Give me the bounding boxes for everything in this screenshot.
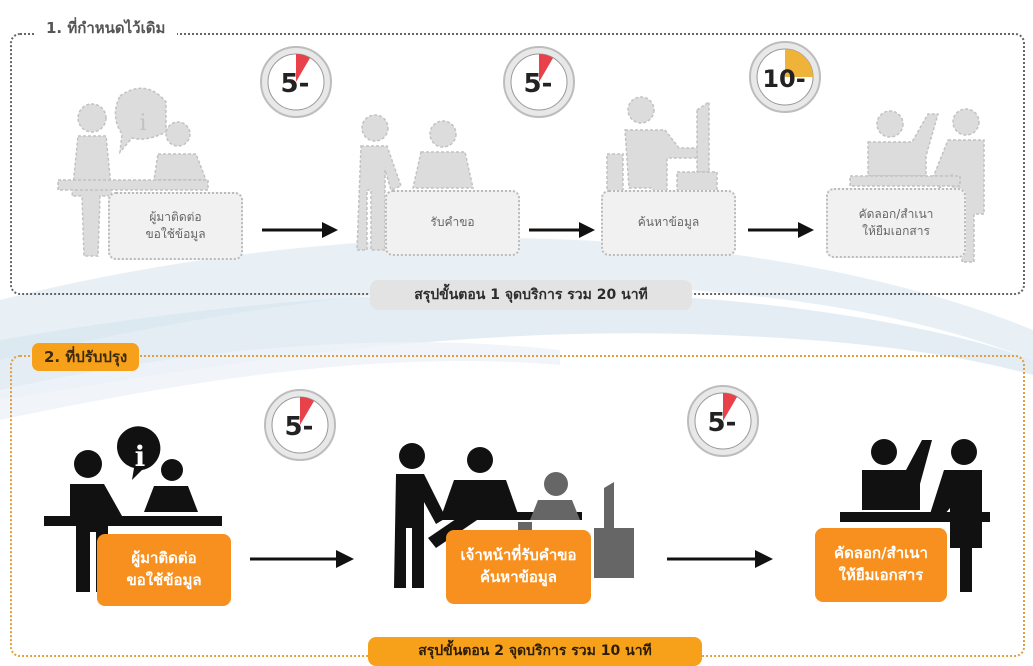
section1-step-copy-line1: คัดลอก/สำเนา xyxy=(858,206,934,221)
section2-summary: สรุปขั้นตอน 2 จุดบริการ รวม 10 นาที xyxy=(368,637,702,666)
section2-step-copy-line1: คัดลอก/สำเนา xyxy=(834,544,928,563)
info-icon: i xyxy=(135,440,146,473)
section1-arrow-1 xyxy=(262,222,338,238)
section1-step-visitor-line2: ขอใช้ข้อมูล xyxy=(145,227,206,241)
section1-step-receive-line1: รับคำขอ xyxy=(430,215,475,230)
section2-step-copy-line2: ให้ยืมเอกสาร xyxy=(838,566,924,584)
section2-arrow-2 xyxy=(667,550,773,568)
section2-label: 2. ที่ปรับปรุง xyxy=(32,343,140,371)
section1-timer-3-value: 10- xyxy=(762,65,805,93)
section1-timer-2-value: 5- xyxy=(524,69,553,99)
section1-step-visitor-line1: ผู้มาติดต่อ xyxy=(149,209,202,224)
section2-receiver-figures xyxy=(394,443,634,588)
section2-step-visitor: ผู้มาติดต่อ ขอใช้ข้อมูล xyxy=(97,534,231,606)
section1-receiver-figures xyxy=(356,114,474,251)
section1-step-visitor: ผู้มาติดต่อ ขอใช้ข้อมูล xyxy=(108,192,243,260)
section2-step-receive-search-line2: ค้นหาข้อมูล xyxy=(480,568,557,586)
section2-arrow-1 xyxy=(250,550,354,568)
section2-step-receive-search-line1: เจ้าหน้าที่รับคำขอ xyxy=(460,546,577,565)
section2-step-copy: คัดลอก/สำเนา ให้ยืมเอกสาร xyxy=(815,528,947,602)
section1-step-copy: คัดลอก/สำเนา ให้ยืมเอกสาร xyxy=(826,188,966,258)
section2-timer-1-value: 5- xyxy=(285,412,314,442)
section2-step-visitor-line1: ผู้มาติดต่อ xyxy=(131,549,197,568)
section2-timer-2-value: 5- xyxy=(708,408,737,438)
section1-timer-2: 5- xyxy=(502,45,576,119)
section1-timer-1: 5- xyxy=(259,45,333,119)
section1-timer-1-value: 5- xyxy=(281,69,310,99)
section1-summary: สรุปขั้นตอน 1 จุดบริการ รวม 20 นาที xyxy=(370,280,692,310)
section2-timer-2: 5- xyxy=(686,384,760,458)
section1-arrow-3 xyxy=(748,222,814,238)
section1-visitor-figures: i xyxy=(57,87,209,257)
section2-timer-1: 5- xyxy=(263,388,337,462)
section2-step-receive-search: เจ้าหน้าที่รับคำขอ ค้นหาข้อมูล xyxy=(446,530,591,604)
section1-step-search: ค้นหาข้อมูล xyxy=(601,190,736,256)
section1-step-copy-line2: ให้ยืมเอกสาร xyxy=(862,224,930,238)
section1-timer-3: 10- xyxy=(748,40,822,114)
section1-arrow-2 xyxy=(529,222,595,238)
section1-label: 1. ที่กำหนดไว้เดิม xyxy=(34,14,178,42)
section2-copy-figures xyxy=(840,439,990,592)
svg-text:i: i xyxy=(139,111,146,136)
section1-step-search-line1: ค้นหาข้อมูล xyxy=(637,215,700,230)
section1-step-receive: รับคำขอ xyxy=(385,190,520,256)
section2-step-visitor-line2: ขอใช้ข้อมูล xyxy=(126,571,202,589)
